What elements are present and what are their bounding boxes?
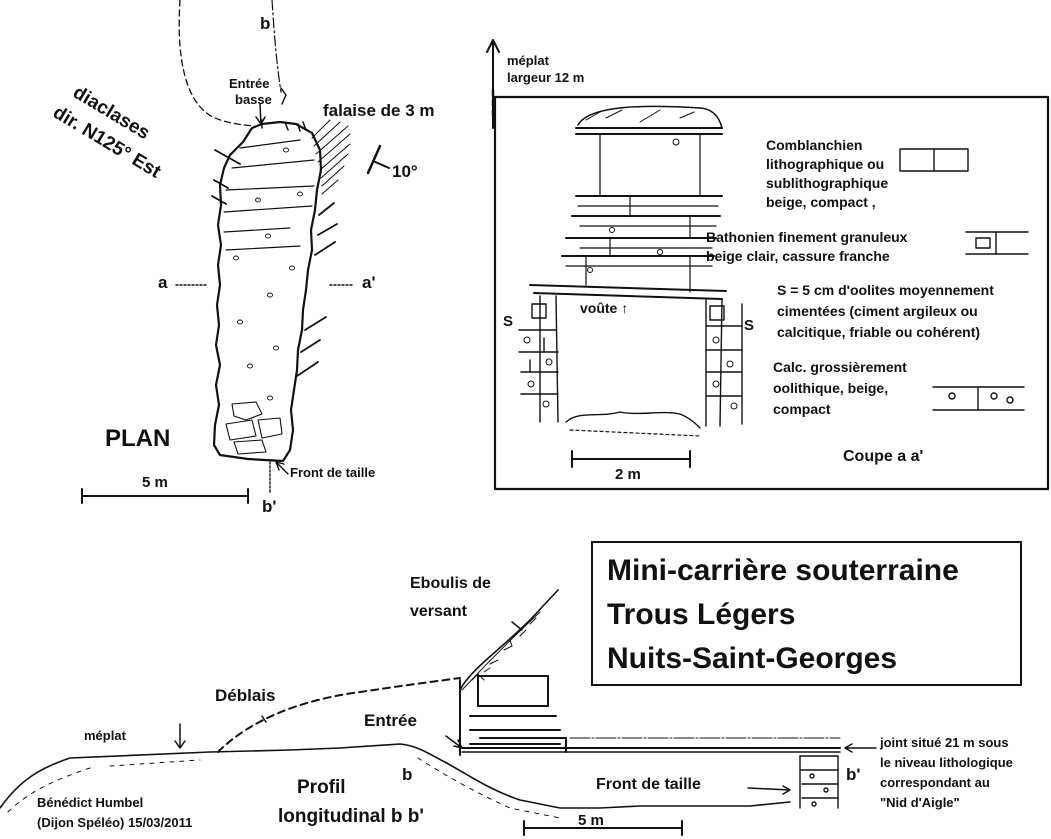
voute-label: voûte ↑	[580, 300, 629, 316]
profile-marker-b: b	[402, 765, 413, 784]
cliff-strata	[459, 675, 567, 756]
cave-outline	[212, 120, 323, 463]
section-frame	[493, 95, 1050, 491]
plan-front-de-taille: Front de taille	[290, 465, 376, 480]
plan-view	[81, 0, 390, 504]
entree-basse-label-2: basse	[235, 92, 272, 107]
comblanchien-line-4: beige, compact ,	[766, 194, 876, 210]
talus-slope	[459, 589, 559, 691]
section-view	[486, 39, 1050, 491]
left-pillar	[518, 295, 559, 423]
dip-label: 10°	[392, 162, 418, 181]
plan-marker-b-prime: b'	[262, 497, 277, 516]
entree-label: Entrée	[364, 711, 417, 730]
joint-lines	[211, 149, 338, 377]
profile-scale-bar	[523, 820, 683, 836]
profile-front-de-taille: Front de taille	[596, 776, 701, 793]
title-line-2: Trous Légers	[607, 598, 796, 631]
entree-basse-label-1: Entrée	[229, 76, 270, 91]
debris-blocks	[225, 401, 283, 455]
plan-strata	[223, 139, 315, 251]
section-title: Coupe a a'	[843, 448, 924, 465]
comblanchien-line-1: Comblanchien	[766, 137, 863, 153]
plan-scale-bar	[81, 488, 249, 504]
marker-a-prime: a'	[362, 273, 376, 292]
legend-comblanchien	[899, 148, 969, 172]
legend-bathonien	[965, 231, 1029, 255]
meplat-label-2: largeur 12 m	[507, 70, 585, 85]
plan-scale-label: 5 m	[142, 474, 168, 491]
plan-title: PLAN	[105, 425, 171, 452]
profile-title-1: Profil	[297, 777, 346, 798]
section-scale-label: 2 m	[615, 466, 641, 483]
section-s-left: S	[503, 313, 514, 330]
title-box: Mini-carrière souterraine Trous Légers N…	[591, 541, 1022, 686]
oolites-line-3: calcitique, friable ou cohérent)	[777, 324, 981, 340]
section-strata	[529, 127, 727, 300]
comblanchien-line-3: sublithographique	[766, 175, 889, 191]
meplat-label-1: méplat	[507, 53, 549, 68]
profile-title-2: longitudinal b b'	[278, 806, 424, 827]
profile-view	[0, 589, 877, 836]
author-line-1: Bénédict Humbel	[37, 795, 144, 810]
cliff-hatching	[311, 119, 351, 195]
oolites-line-2: cimentées (ciment argileux ou	[777, 303, 978, 319]
eboulis-line-1: Eboulis de	[410, 575, 491, 592]
title-line-3: Nuits-Saint-Georges	[607, 642, 898, 675]
bathonien-line-2: beige clair, cassure franche	[706, 248, 890, 264]
calc-line-3: compact	[773, 401, 831, 417]
profile-scale-label: 5 m	[578, 812, 604, 829]
profile-marker-b-prime: b'	[846, 765, 861, 784]
oolite-dots	[233, 147, 303, 401]
joint-line-4: "Nid d'Aigle"	[880, 795, 960, 810]
title-line-1: Mini-carrière souterraine	[607, 554, 959, 587]
plan-marker-b: b	[260, 14, 271, 33]
joint-line-3: correspondant au	[880, 775, 990, 790]
oolites-line-1: S = 5 cm d'oolites moyennement	[777, 282, 994, 298]
falaise-label: falaise de 3 m	[323, 101, 435, 120]
ground-line	[0, 743, 791, 809]
joint-line-1: joint situé 21 m sous	[880, 735, 1009, 750]
bathonien-line-1: Bathonien finement granuleux	[706, 229, 908, 245]
access-path	[178, 0, 255, 127]
calc-line-1: Calc. grossièrement	[773, 359, 907, 375]
author-line-2: (Dijon Spéléo) 15/03/2011	[37, 815, 193, 830]
right-pillar	[705, 299, 743, 427]
calc-line-2: oolithique, beige,	[773, 380, 889, 396]
front-pillar	[799, 755, 839, 809]
profile-meplat-label: méplat	[84, 728, 126, 743]
talus-debris	[471, 617, 537, 681]
deblais-line	[217, 677, 461, 753]
marker-a: a	[158, 273, 168, 292]
legend-calc	[932, 386, 1025, 411]
joint-line-2: le niveau lithologique	[880, 755, 1013, 770]
section-scale-bar	[571, 450, 691, 468]
path-line	[271, 0, 282, 93]
deblais-label: Déblais	[215, 686, 276, 705]
section-s-right: S	[744, 317, 755, 334]
eboulis-line-2: versant	[410, 603, 467, 620]
comblanchien-line-2: lithographique ou	[766, 156, 885, 172]
